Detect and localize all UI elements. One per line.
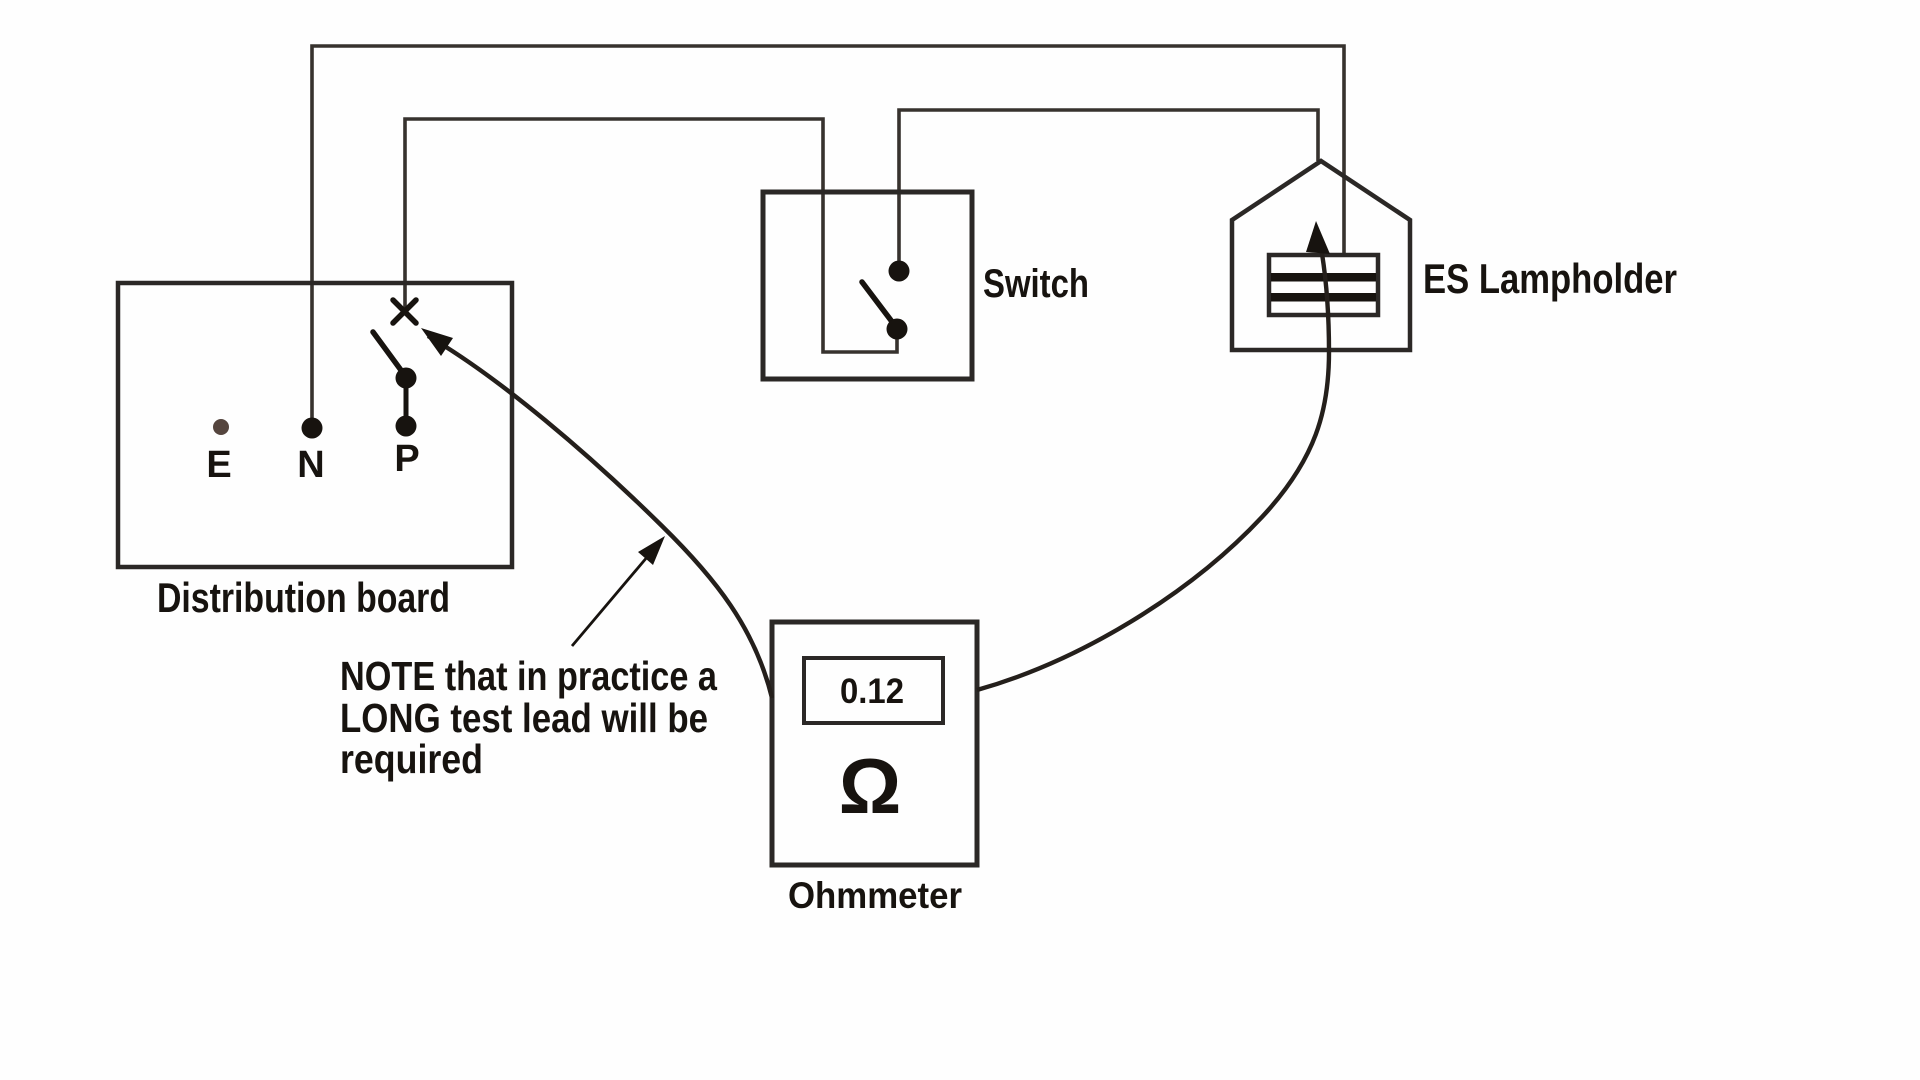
distribution-board-box bbox=[115, 280, 515, 570]
lampholder-label: ES Lampholder bbox=[1423, 255, 1677, 302]
phase-terminal-dot bbox=[395, 415, 417, 437]
distribution-board-label: Distribution board bbox=[157, 574, 450, 621]
note-text-line-3: required bbox=[340, 736, 483, 782]
switch-contact-lower-dot bbox=[886, 318, 908, 340]
test-lead-left-arrowhead bbox=[421, 328, 453, 356]
note-arrow bbox=[570, 555, 650, 647]
ohmmeter-reading: 0.12 bbox=[840, 672, 904, 711]
ohm-symbol: Ω bbox=[839, 742, 902, 830]
ohmmeter-box bbox=[769, 619, 980, 868]
test-lead-right-arrowhead bbox=[1306, 221, 1330, 254]
switch-lever bbox=[859, 279, 899, 330]
switch-label: Switch bbox=[983, 262, 1089, 306]
earth-terminal-dot bbox=[213, 419, 229, 435]
note-text-line-2: LONG test lead will be bbox=[340, 695, 708, 741]
terminal-label-n: N bbox=[297, 444, 324, 486]
test-point-x-mark bbox=[390, 297, 419, 326]
phase-wire-db-to-switch bbox=[403, 117, 899, 354]
test-lead-right bbox=[976, 231, 1332, 693]
note-arrowhead bbox=[638, 536, 665, 565]
lamp-cap-bar-lower bbox=[1271, 293, 1376, 302]
lampholder-outline bbox=[1229, 158, 1413, 353]
switch-contact-upper-dot bbox=[888, 260, 910, 282]
terminal-label-e: E bbox=[206, 444, 231, 486]
terminal-label-p: P bbox=[394, 438, 419, 480]
switch-box bbox=[760, 189, 975, 382]
neutral-wire bbox=[310, 44, 1346, 428]
neutral-terminal-dot bbox=[301, 417, 323, 439]
note-text-line-1: NOTE that in practice a bbox=[340, 653, 718, 699]
ohmmeter-display bbox=[802, 656, 945, 725]
ohmmeter-label: Ohmmeter bbox=[788, 875, 962, 916]
db-isolator-dot bbox=[395, 367, 417, 389]
test-lead-left bbox=[426, 334, 775, 699]
